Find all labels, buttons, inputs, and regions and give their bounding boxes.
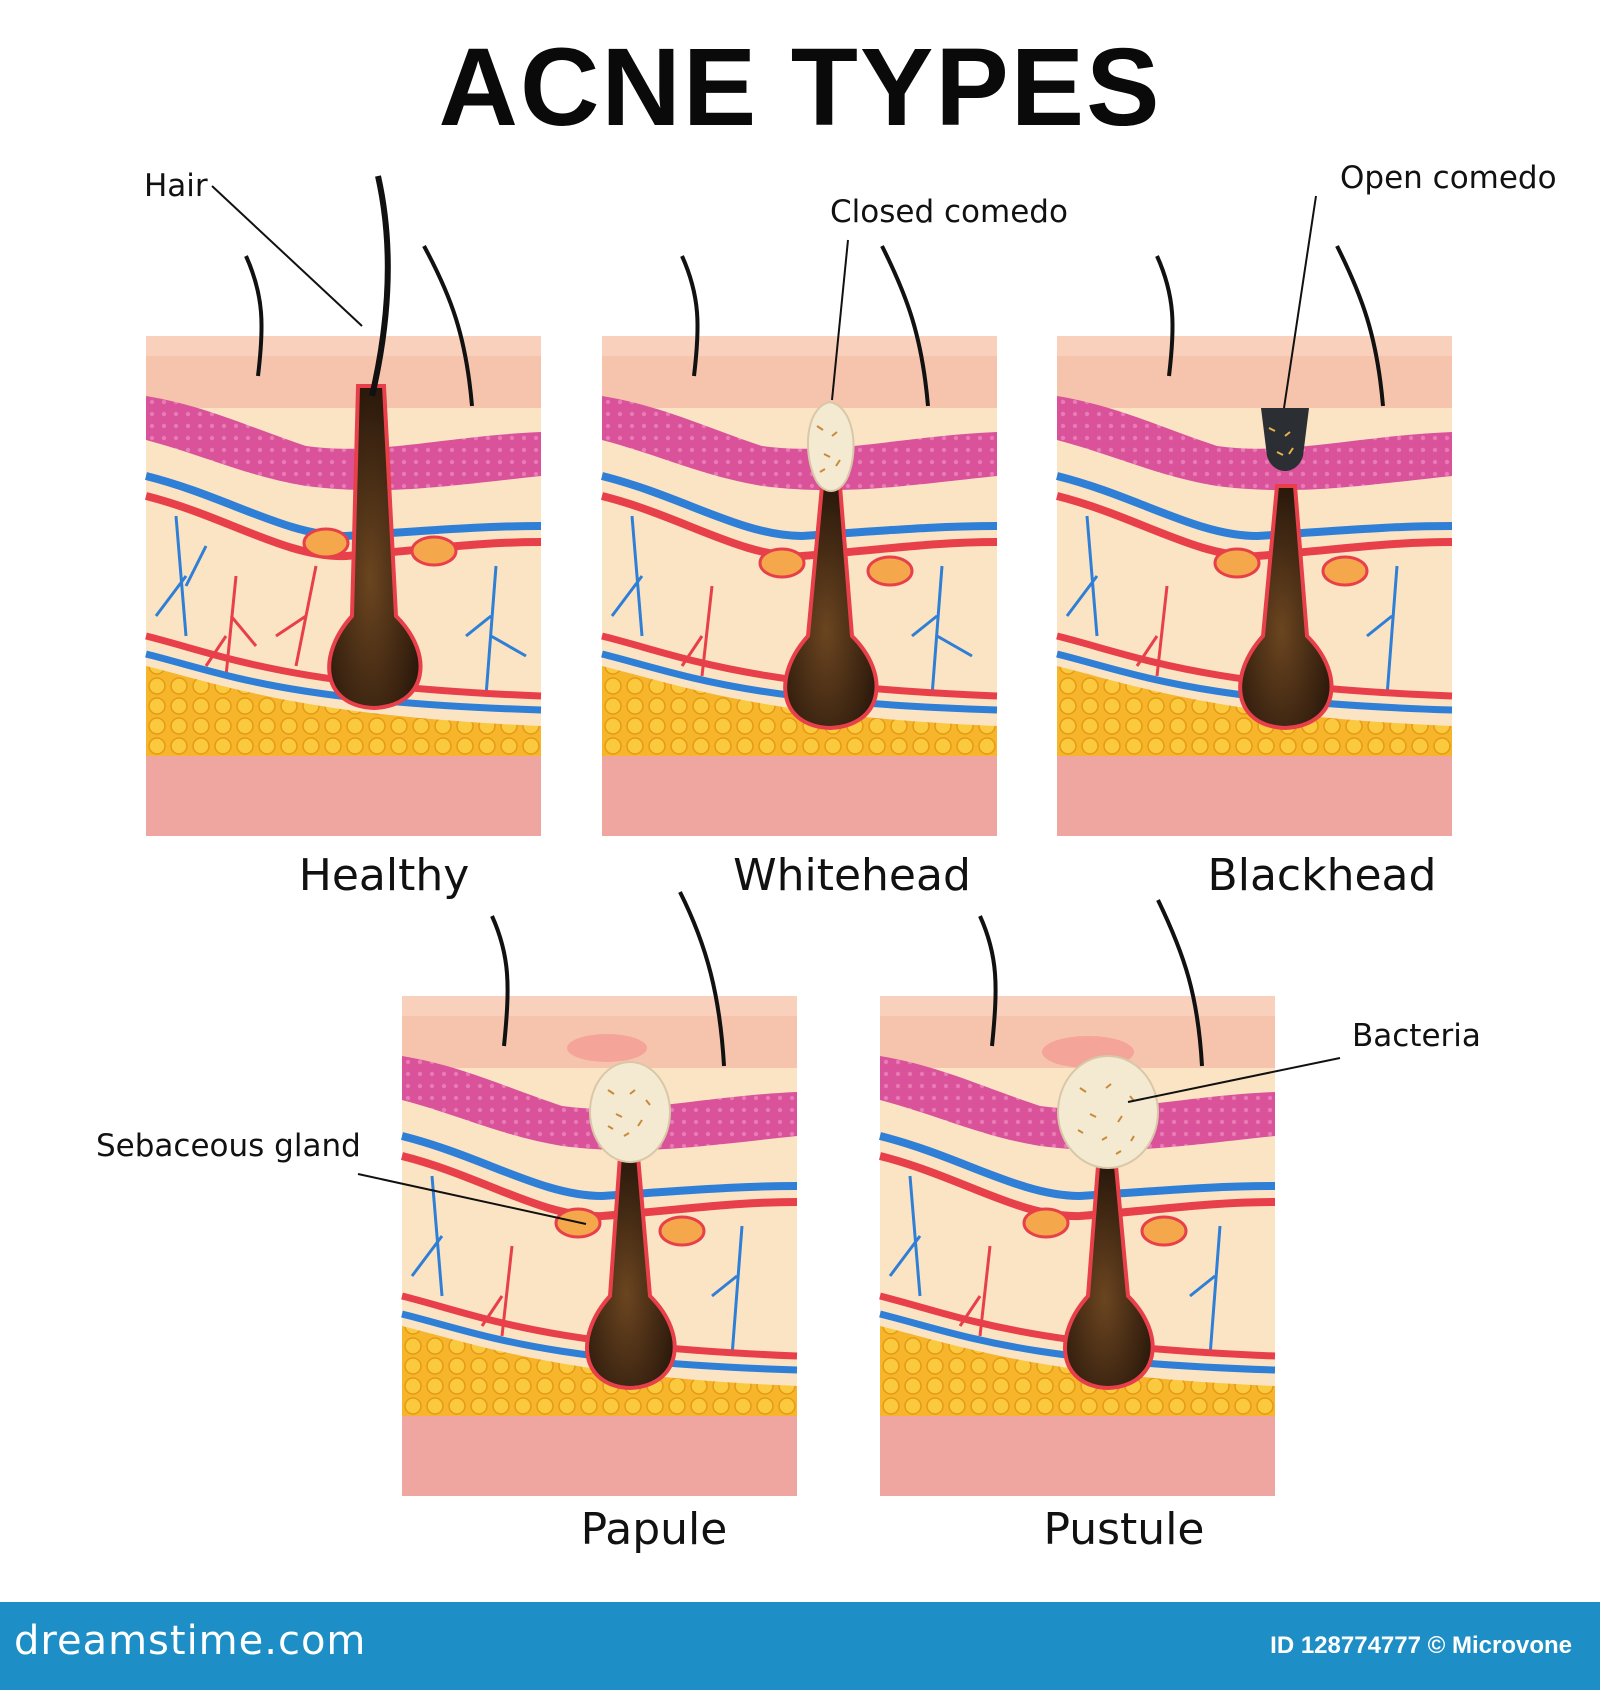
callout-hair: Hair	[144, 168, 208, 204]
callout-open-comedo: Open comedo	[1340, 160, 1557, 196]
panel-papule	[401, 891, 798, 1496]
open-comedo-leader-line	[1283, 195, 1317, 409]
caption-blackhead: Blackhead	[1207, 850, 1437, 901]
caption-papule: Papule	[580, 1504, 728, 1555]
panel-healthy	[145, 175, 542, 836]
sebaceous-gland-leader-line	[357, 1173, 587, 1225]
caption-healthy: Healthy	[298, 850, 470, 901]
panel-blackhead	[1056, 245, 1453, 836]
closed-comedo-leader-line	[831, 239, 849, 401]
bacteria-leader-line	[1127, 1057, 1341, 1103]
hair-leader-line	[211, 185, 363, 327]
caption-whitehead: Whitehead	[733, 850, 971, 901]
callout-sebaceous-gland: Sebaceous gland	[96, 1128, 361, 1164]
footer-bar: dreamstime.com ID 128774777 © Microvone	[0, 1602, 1600, 1690]
brand-logo[interactable]: dreamstime.com	[14, 1618, 367, 1664]
panel-whitehead	[601, 245, 998, 836]
callout-bacteria: Bacteria	[1352, 1018, 1481, 1054]
caption-pustule: Pustule	[1043, 1504, 1205, 1555]
callout-closed-comedo: Closed comedo	[830, 194, 1068, 230]
panel-pustule	[879, 899, 1276, 1496]
image-credit: ID 128774777 © Microvone	[1270, 1632, 1572, 1659]
page-title: ACNE TYPES	[438, 26, 1162, 149]
acne-diagram	[145, 175, 1453, 1496]
